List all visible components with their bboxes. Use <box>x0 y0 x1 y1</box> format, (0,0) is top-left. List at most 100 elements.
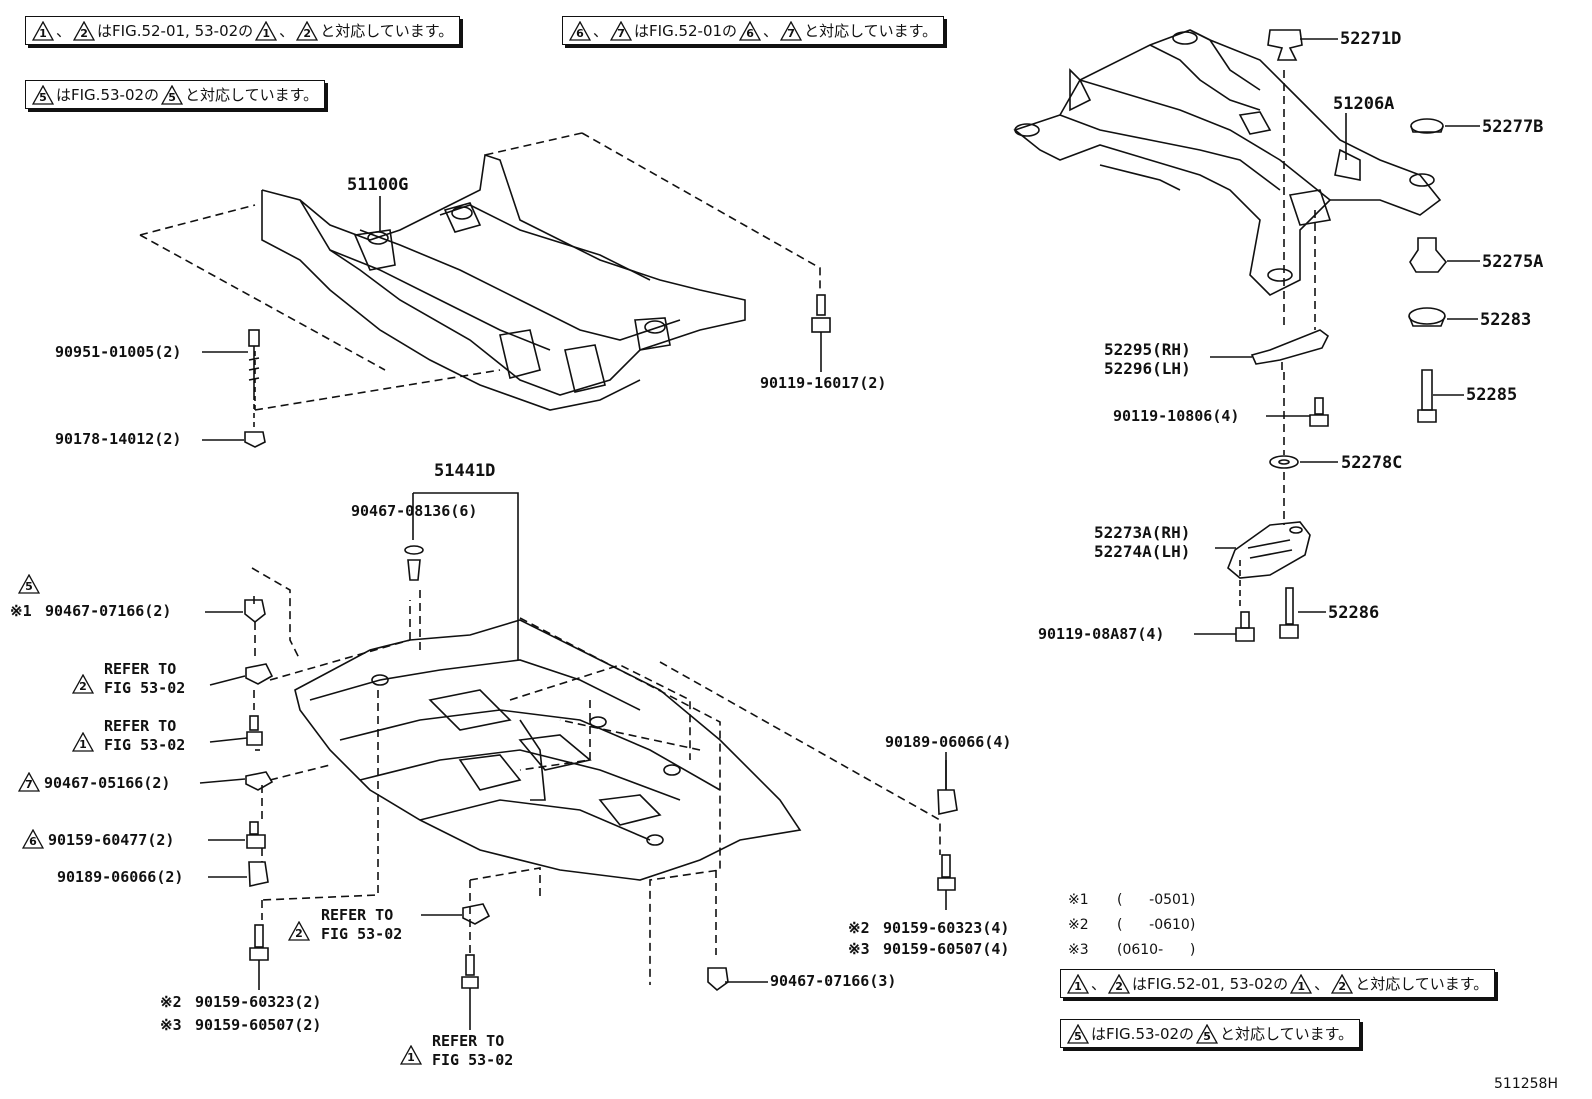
nut-90467-05166 <box>245 771 274 791</box>
bolt-90159-60323-right <box>937 854 956 910</box>
mark-1: ※1 <box>10 602 32 620</box>
stopper-52277B <box>1410 118 1444 134</box>
part-label-52295: 52295(RH) <box>1104 340 1191 359</box>
part-label-90467-07166-left: 90467-07166(2) <box>45 602 172 620</box>
bushing-52275A <box>1409 237 1448 273</box>
rear-crossmember-51206A <box>1013 29 1442 296</box>
refer-to-label: REFER TO <box>321 906 394 924</box>
note-bottom-b: 5 はFIG.53-02の 5 と対応しています。 <box>1060 1019 1361 1048</box>
legend-range: ( -0610) <box>1117 917 1196 933</box>
bolt-90951 <box>248 329 260 430</box>
part-label-52275A: 52275A <box>1482 252 1544 272</box>
fig-label: FIG 53-02 <box>432 1051 514 1069</box>
figure-code: 511258H <box>1494 1076 1558 1092</box>
legend-mark: ※3 <box>1068 942 1089 958</box>
note-text: と対応しています。 <box>320 22 454 40</box>
part-label-52285: 52285 <box>1466 385 1518 405</box>
part-label-52283: 52283 <box>1480 310 1532 330</box>
triangle-7-icon: 7 <box>780 20 803 41</box>
triangle-6-icon: 6 <box>739 20 762 41</box>
mark-2: ※2 <box>848 919 870 937</box>
note-text: と対応しています。 <box>1220 1025 1354 1043</box>
triangle-2-icon: 2 <box>1108 973 1131 994</box>
bushing-52271D <box>1267 29 1303 61</box>
part-label-90119-08A87: 90119-08A87(4) <box>1038 625 1165 643</box>
bolt-90159-60477 <box>246 821 266 849</box>
note-text: はFIG.53-02の <box>56 86 160 104</box>
triangle-1-icon: 1 <box>72 732 94 752</box>
clip-90467-08136 <box>404 545 424 581</box>
part-label-90467-08136: 90467-08136(6) <box>351 502 478 520</box>
part-label-90467-05166: 90467-05166(2) <box>44 774 171 792</box>
part-label-51100G: 51100G <box>347 175 409 195</box>
part-label-90467-07166-right: 90467-07166(3) <box>770 972 897 990</box>
triangle-2-icon: 2 <box>72 674 94 694</box>
note-top-a: 1 、 2 はFIG.52-01, 53-02の 1 、 2 と対応しています。 <box>25 16 461 45</box>
separator: 、 <box>56 22 72 40</box>
washer-52278C <box>1269 455 1299 469</box>
nut-90178 <box>244 431 266 448</box>
triangle-1-icon: 1 <box>1067 973 1089 994</box>
bracket-52273A <box>1227 521 1311 579</box>
nut-90189-06066-right <box>937 760 958 815</box>
triangle-1-icon: 1 <box>255 20 278 41</box>
legend-mark: ※2 <box>1068 917 1089 933</box>
note-text: はFIG.53-02の <box>1091 1025 1195 1043</box>
part-label-90159-60323-right: 90159-60323(4) <box>883 919 1010 937</box>
separator: 、 <box>1314 975 1330 993</box>
mark-3: ※3 <box>848 940 870 958</box>
part-label-52296: 52296(LH) <box>1104 359 1191 378</box>
bolt-90119-16017 <box>811 294 831 372</box>
note-text: はFIG.52-01の <box>634 22 738 40</box>
separator: 、 <box>279 22 295 40</box>
triangle-2-icon: 2 <box>296 20 319 41</box>
nut-90189-06066-left <box>248 861 269 887</box>
engine-under-cover-51441D <box>294 619 802 881</box>
part-label-90119-10806: 90119-10806(4) <box>1113 407 1240 425</box>
triangle-7-icon: 7 <box>18 772 40 792</box>
triangle-1-icon: 1 <box>400 1045 422 1065</box>
fig-label: FIG 53-02 <box>104 679 186 697</box>
part-label-51206A: 51206A <box>1333 94 1395 114</box>
nut-refer-2-upper <box>245 663 274 685</box>
triangle-7-icon: 7 <box>610 20 633 41</box>
part-label-51441D: 51441D <box>434 461 496 481</box>
note-text: と対応しています。 <box>804 22 938 40</box>
separator: 、 <box>763 22 779 40</box>
legend-range: (0610- ) <box>1117 942 1196 958</box>
bolt-refer-1-lower <box>461 954 479 1030</box>
fig-label: FIG 53-02 <box>104 736 186 754</box>
bolt-52286 <box>1279 587 1299 639</box>
refer-to-label: REFER TO <box>104 717 177 735</box>
legend-range: ( -0501) <box>1117 892 1196 908</box>
legend-mark: ※1 <box>1068 892 1089 908</box>
triangle-6-icon: 6 <box>569 20 591 41</box>
clip-90467-07166-left <box>244 596 266 624</box>
part-label-52278C: 52278C <box>1341 453 1403 473</box>
separator: 、 <box>1091 975 1107 993</box>
clip-90467-07166-right <box>707 967 729 992</box>
triangle-5-icon: 5 <box>161 84 184 105</box>
part-label-90951-01005: 90951-01005(2) <box>55 343 182 361</box>
bolt-52285 <box>1417 369 1437 423</box>
part-label-52277B: 52277B <box>1482 117 1544 137</box>
note-text: と対応しています。 <box>185 86 319 104</box>
triangle-5-icon: 5 <box>1196 1023 1219 1044</box>
bolt-90119-10806 <box>1309 397 1329 427</box>
part-label-52274A: 52274A(LH) <box>1094 542 1191 561</box>
stopper-52283 <box>1408 307 1446 327</box>
triangle-2-icon: 2 <box>288 921 310 941</box>
part-label-90189-06066-left: 90189-06066(2) <box>57 868 184 886</box>
fig-label: FIG 53-02 <box>321 925 403 943</box>
mark-2: ※2 <box>160 993 182 1011</box>
nut-refer-2-lower <box>462 903 491 925</box>
part-label-90159-60507-left: 90159-60507(2) <box>195 1016 322 1034</box>
triangle-5-icon: 5 <box>1067 1023 1089 1044</box>
note-top-c: 5 はFIG.53-02の 5 と対応しています。 <box>25 80 326 109</box>
part-label-90159-60477: 90159-60477(2) <box>48 831 175 849</box>
bolt-refer-1 <box>246 715 263 746</box>
note-text: はFIG.52-01, 53-02の <box>1132 975 1289 993</box>
triangle-2-icon: 2 <box>73 20 96 41</box>
refer-to-label: REFER TO <box>104 660 177 678</box>
